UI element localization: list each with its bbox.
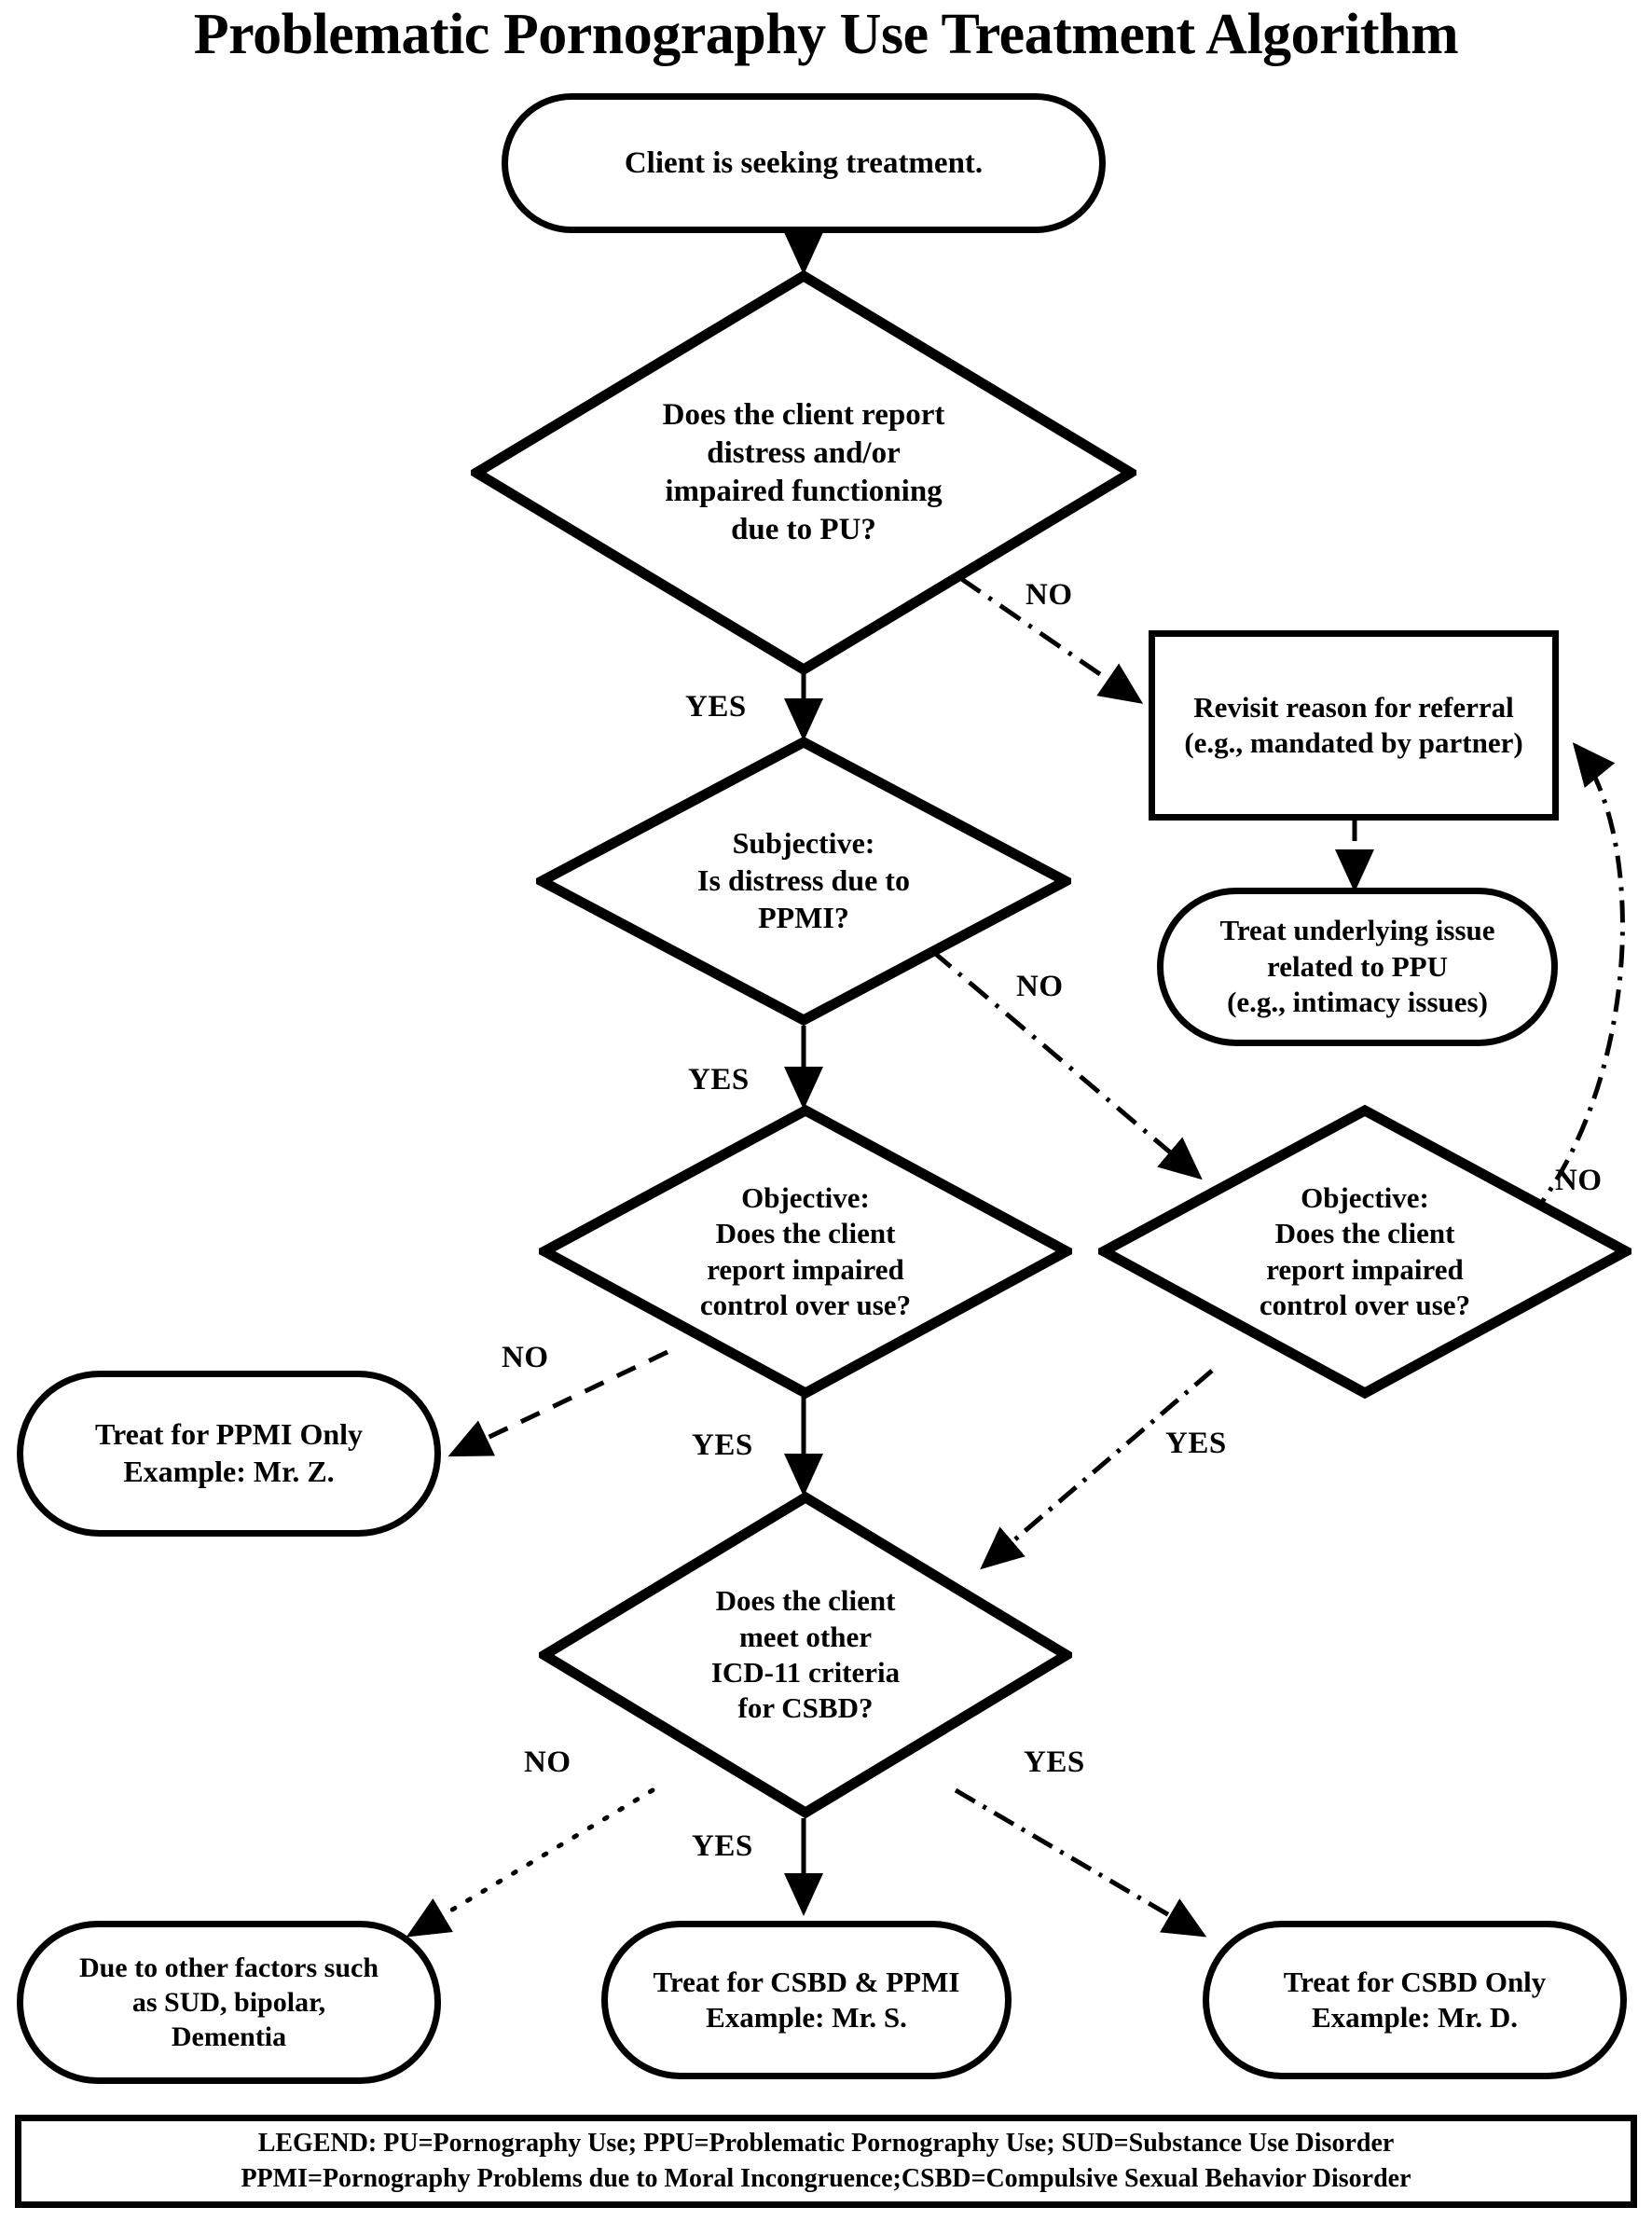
edge-icd11-yes-to-treat-csbd-only bbox=[954, 1787, 1207, 1938]
node-treat-ppmi-only[interactable]: Treat for PPMI Only Example: Mr. Z. bbox=[17, 1371, 441, 1537]
node-other-factors[interactable]: Due to other factors such as SUD, bipola… bbox=[17, 1921, 441, 2084]
node-treat-underlying[interactable]: Treat underlying issue related to PPU (e… bbox=[1157, 888, 1558, 1046]
legend-line-2: PPMI=Pornography Problems due to Moral I… bbox=[241, 2164, 1411, 2193]
legend-line-1: LEGEND: PU=Pornography Use; PPU=Problema… bbox=[257, 2129, 1395, 2159]
node-decision-icd11-label: Does the client meet other ICD-11 criter… bbox=[710, 1584, 901, 1725]
node-treat-csbd-ppmi-label: Treat for CSBD & PPMI Example: Mr. S. bbox=[653, 1965, 960, 2034]
diamond-shape bbox=[1098, 1105, 1631, 1399]
edge-distress-no-to-revisit bbox=[958, 575, 1144, 704]
edge-subjective-no-to-objective-right bbox=[930, 949, 1203, 1180]
edge-icd11-no-to-other-factors bbox=[406, 1787, 655, 1938]
edge-label-objective-left-yes: YES bbox=[692, 1428, 753, 1462]
node-decision-distress-label: Does the client report distress and/or i… bbox=[662, 398, 945, 546]
edge-label-objective-right-yes: YES bbox=[1165, 1427, 1227, 1460]
edge-label-distress-no: NO bbox=[1026, 578, 1073, 612]
node-decision-objective-right-label: Objective: Does the client report impair… bbox=[1259, 1180, 1471, 1321]
edge-label-subjective-no: NO bbox=[1016, 970, 1064, 1003]
node-other-factors-label: Due to other factors such as SUD, bipola… bbox=[78, 1952, 379, 2053]
node-decision-subjective-label: Subjective: Is distress due to PPMI? bbox=[697, 826, 910, 934]
node-decision-objective-right[interactable]: Objective: Does the client report impair… bbox=[1098, 1105, 1631, 1399]
edge-label-subjective-yes: YES bbox=[688, 1063, 750, 1097]
diamond-shape bbox=[536, 737, 1071, 1026]
edge-label-objective-right-no: NO bbox=[1555, 1164, 1603, 1197]
node-decision-icd11[interactable]: Does the client meet other ICD-11 criter… bbox=[539, 1492, 1072, 1818]
node-treat-csbd-only-label: Treat for CSBD Only Example: Mr. D. bbox=[1283, 1965, 1547, 2034]
node-decision-subjective[interactable]: Subjective: Is distress due to PPMI? bbox=[536, 737, 1071, 1026]
node-start-label: Client is seeking treatment. bbox=[624, 145, 984, 180]
edge-objective-left-no-to-treat-ppmi bbox=[447, 1349, 669, 1457]
diamond-shape bbox=[539, 1492, 1072, 1818]
legend-box: LEGEND: PU=Pornography Use; PPU=Problema… bbox=[15, 2115, 1637, 2208]
node-treat-csbd-ppmi[interactable]: Treat for CSBD & PPMI Example: Mr. S. bbox=[601, 1921, 1012, 2079]
node-decision-distress[interactable]: Does the client report distress and/or i… bbox=[471, 270, 1136, 675]
node-treat-csbd-only[interactable]: Treat for CSBD Only Example: Mr. D. bbox=[1203, 1921, 1627, 2079]
diamond-shape bbox=[539, 1105, 1072, 1399]
edge-label-objective-left-no: NO bbox=[502, 1341, 549, 1374]
edge-label-icd11-yes-right: YES bbox=[1024, 1745, 1085, 1779]
edge-label-distress-yes: YES bbox=[685, 690, 747, 724]
node-decision-objective-left-label: Objective: Does the client report impair… bbox=[699, 1180, 912, 1321]
page-title: Problematic Pornography Use Treatment Al… bbox=[193, 3, 1459, 66]
node-revisit-referral[interactable]: Revisit reason for referral (e.g., manda… bbox=[1149, 630, 1559, 821]
node-decision-objective-left[interactable]: Objective: Does the client report impair… bbox=[539, 1105, 1072, 1399]
edge-label-icd11-no: NO bbox=[524, 1745, 571, 1779]
node-revisit-referral-label: Revisit reason for referral (e.g., manda… bbox=[1184, 690, 1523, 759]
node-start[interactable]: Client is seeking treatment. bbox=[502, 93, 1106, 233]
node-treat-underlying-label: Treat underlying issue related to PPU (e… bbox=[1219, 914, 1495, 1019]
edge-label-icd11-yes-center: YES bbox=[692, 1829, 753, 1863]
edge-objective-right-yes-to-icd11 bbox=[980, 1369, 1214, 1570]
diamond-shape bbox=[471, 270, 1136, 675]
node-treat-ppmi-only-label: Treat for PPMI Only Example: Mr. Z. bbox=[94, 1417, 364, 1488]
